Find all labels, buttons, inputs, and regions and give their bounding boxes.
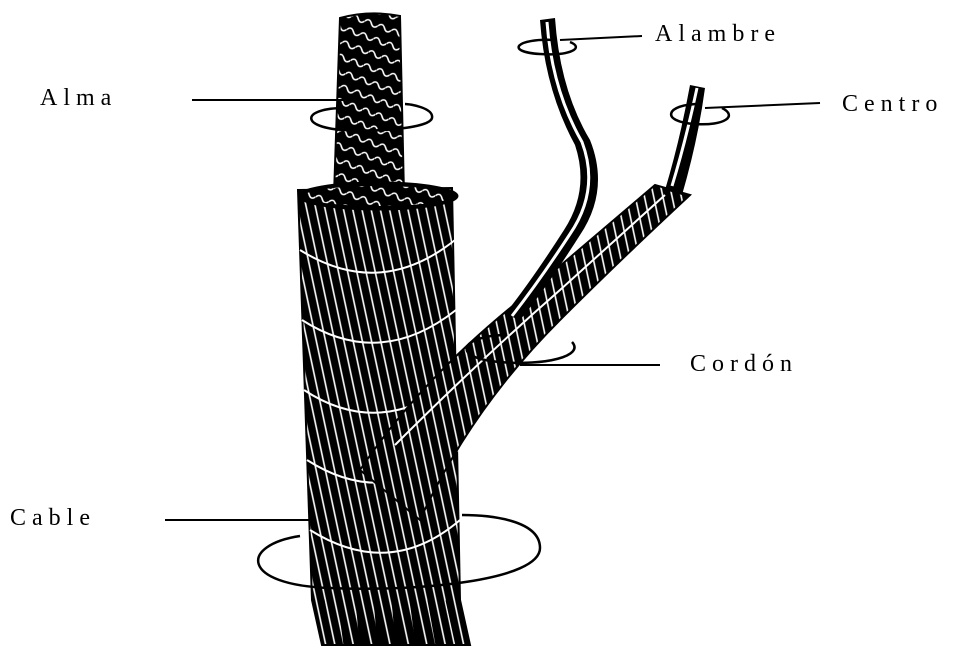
label-cable: Cable [10, 506, 96, 530]
center-wire [665, 85, 705, 195]
core-alma [334, 13, 404, 195]
label-cordon: Cordón [690, 352, 798, 376]
leader-alambre [560, 36, 642, 40]
label-centro: Centro [842, 92, 943, 116]
leader-centro [705, 103, 820, 108]
label-alma: Alma [40, 86, 117, 110]
label-alambre: Alambre [655, 22, 781, 46]
